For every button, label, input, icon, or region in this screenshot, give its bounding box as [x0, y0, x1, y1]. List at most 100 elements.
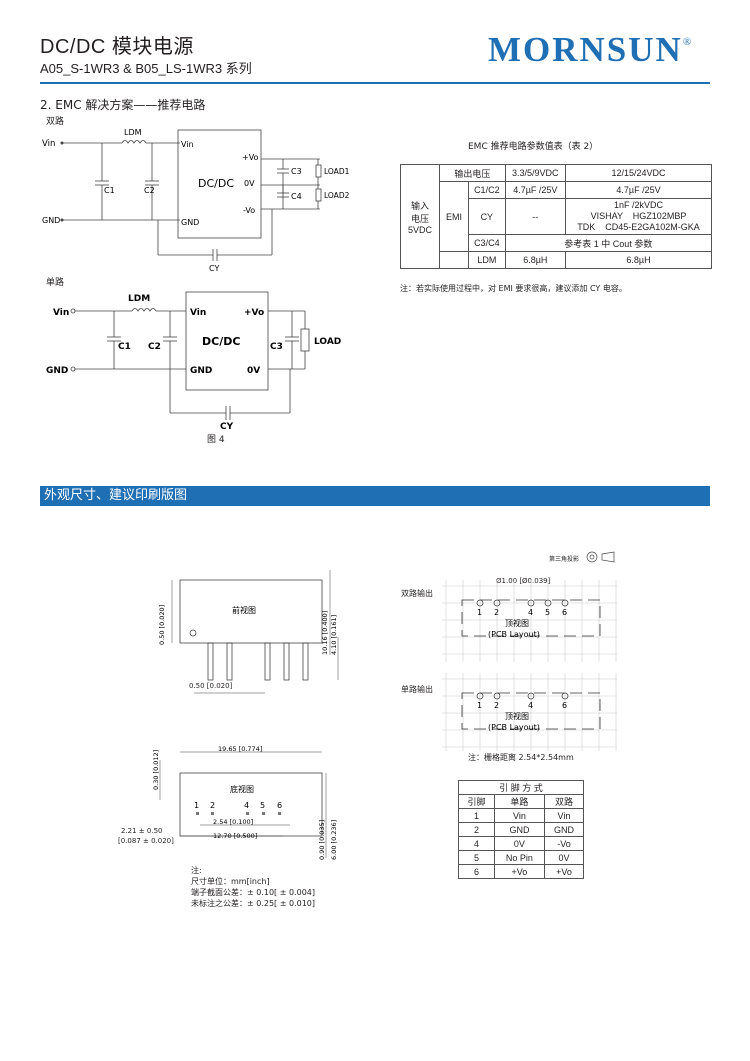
emi-cell: EMI [439, 181, 469, 252]
page-subtitle: A05_S-1WR3 & B05_LS-1WR3 系列 [40, 61, 252, 76]
single-zero-v: 0V [247, 366, 260, 376]
dual-pin-6: 6 [562, 608, 567, 617]
dual-plus-vo: +Vo [242, 153, 259, 162]
dual-vin-label: Vin [42, 139, 55, 149]
figure-caption: 图 4 [207, 435, 225, 445]
dual-gnd-label: GND [42, 216, 60, 225]
dual-circuit-label: 双路 [46, 117, 65, 127]
single-cy-label: CY [220, 422, 234, 432]
pin-number: 1 [458, 808, 495, 823]
dim-254: 2.54 [0.100] [213, 818, 253, 826]
table-row: 6+Vo+Vo [458, 864, 585, 879]
registered-mark: ® [682, 36, 694, 48]
pin-single: GND [493, 822, 545, 837]
dual-pcb-layout: 1 2 4 5 6 顶视图 (PCB Layout) [442, 580, 617, 662]
dim-1016: 10.16 [0.400] [321, 611, 329, 655]
single-pin-2: 2 [494, 701, 499, 710]
dual-cy-label: CY [209, 264, 219, 273]
single-ldm-label: LDM [128, 294, 150, 304]
bottom-pin-2: 2 [210, 801, 215, 810]
ldm-v1: 6.8µH [504, 251, 566, 269]
cy-v2: 1nF /2kVDC VISHAY HGZ102MBP TDK CD45-E2G… [564, 198, 713, 235]
ldm-v2: 6.8µH [564, 251, 713, 269]
single-output-label: 单路输出 [401, 685, 433, 694]
pin-single: No Pin [493, 850, 545, 865]
pin-dual: GND [543, 822, 585, 837]
dual-minus-vo: -Vo [243, 206, 255, 215]
dim-221-inch: [0.087 ± 0.020] [118, 837, 174, 845]
page-title: DC/DC 模块电源 [40, 36, 194, 58]
dual-output-label: 双路输出 [401, 589, 433, 598]
c1c2-v1: 4.7µF /25V [504, 181, 566, 199]
bottom-view-drawing: 19.65 [0.774] 0.30 [0.012] 底视图 1 2 4 5 6… [152, 745, 338, 860]
single-pcb-layout-label: (PCB Layout) [488, 723, 540, 732]
emc-table-note: 注：若实际使用过程中，对 EMI 要求很高，建议添加 CY 电容。 [400, 284, 627, 293]
single-c1-label: C1 [118, 342, 131, 352]
single-box-name: DC/DC [202, 335, 240, 348]
dual-pin-5: 5 [545, 608, 550, 617]
note-pin-tolerance: 端子截面公差：± 0.10[ ± 0.004] [191, 888, 315, 897]
header-divider [40, 82, 710, 84]
single-c2-label: C2 [148, 342, 161, 352]
dimension-notes: 注: 尺寸单位：mm[inch] 端子截面公差：± 0.10[ ± 0.004]… [191, 865, 315, 909]
grid-note: 注：栅格距离 2.54*2.54mm [468, 753, 574, 762]
bottom-view-label: 底视图 [230, 784, 254, 794]
dim-410: 4.10 [0.161] [330, 615, 338, 655]
bottom-pin-4: 4 [244, 801, 249, 810]
emc-table-title: EMC 推荐电路参数值表（表 2） [468, 142, 599, 152]
dim-pin-width: 0.50 [0.020] [189, 682, 233, 690]
dual-ldm-label: LDM [124, 128, 142, 137]
bottom-pin-1: 1 [194, 801, 199, 810]
pin-number: 2 [458, 822, 495, 837]
single-vin-label: Vin [53, 308, 69, 318]
dual-pin-2: 2 [494, 608, 499, 617]
dual-c4-label: C4 [291, 192, 302, 201]
dim-090: 0.90 [0.035] [318, 820, 326, 860]
dim-030: 0.30 [0.012] [152, 750, 160, 790]
pin-dual: +Vo [543, 864, 585, 879]
single-pin-6: 6 [562, 701, 567, 710]
single-circuit-label: 单路 [46, 278, 65, 288]
dual-box-vin: Vin [181, 140, 194, 149]
dim-221: 2.21 ± 0.50 [121, 827, 163, 835]
pin-number: 6 [458, 864, 495, 879]
dim-1965: 19.65 [0.774] [218, 745, 262, 753]
dual-pcb-layout-label: (PCB Layout) [488, 630, 540, 639]
note-general-tolerance: 未标注之公差：± 0.25[ ± 0.010] [191, 899, 315, 908]
single-emc-circuit: Vin GND LDM C1 C2 Vin GND DC/DC +Vo 0V C… [46, 291, 341, 432]
projection-label: 第三角投影 [549, 556, 580, 563]
output-voltage-label: 输出电压 [439, 164, 506, 182]
cy-v2-line1: 1nF /2kVDC [613, 200, 663, 210]
dual-top-view-label: 顶视图 [505, 618, 529, 628]
pin-header-single: 单路 [493, 794, 545, 809]
dual-c2-label: C2 [144, 186, 155, 195]
note-unit: 尺寸单位：mm[inch] [191, 877, 270, 886]
cy-v1: -- [504, 198, 566, 235]
pin-table-title: 引 脚 方 式 [458, 780, 584, 795]
pin-header-dual: 双路 [543, 794, 585, 809]
input-voltage-cell: 输入 电压 5VDC [400, 164, 440, 269]
dual-load2-label: LOAD2 [324, 191, 350, 200]
pin-dual: Vin [543, 808, 585, 823]
cy-v2-line3: TDK CD45-E2GA102M-GKA [577, 222, 700, 232]
dim-1270: 12.70 [0.500] [213, 832, 257, 840]
pin-single: Vin [493, 808, 545, 823]
cy-label: CY [468, 198, 506, 235]
dimensions-section-title: 外观尺寸、建议印刷版图 [40, 486, 710, 506]
mornsun-logo: MORNSUN® [488, 30, 693, 70]
emc-section-title: 2. EMC 解决方案——推荐电路 [40, 98, 206, 112]
single-pin-4: 4 [528, 701, 533, 710]
single-top-view-label: 顶视图 [505, 711, 529, 721]
single-pin-1: 1 [477, 701, 482, 710]
dual-box-gnd: GND [181, 218, 199, 227]
front-view-label: 前视图 [232, 605, 256, 615]
c1c2-label: C1/C2 [468, 181, 506, 199]
c3c4-label: C3/C4 [468, 234, 506, 252]
dual-c1-label: C1 [104, 186, 115, 195]
single-load-label: LOAD [314, 337, 341, 347]
bottom-pin-5: 5 [260, 801, 265, 810]
pin-number: 4 [458, 836, 495, 851]
header-col1: 3.3/5/9VDC [504, 164, 566, 182]
